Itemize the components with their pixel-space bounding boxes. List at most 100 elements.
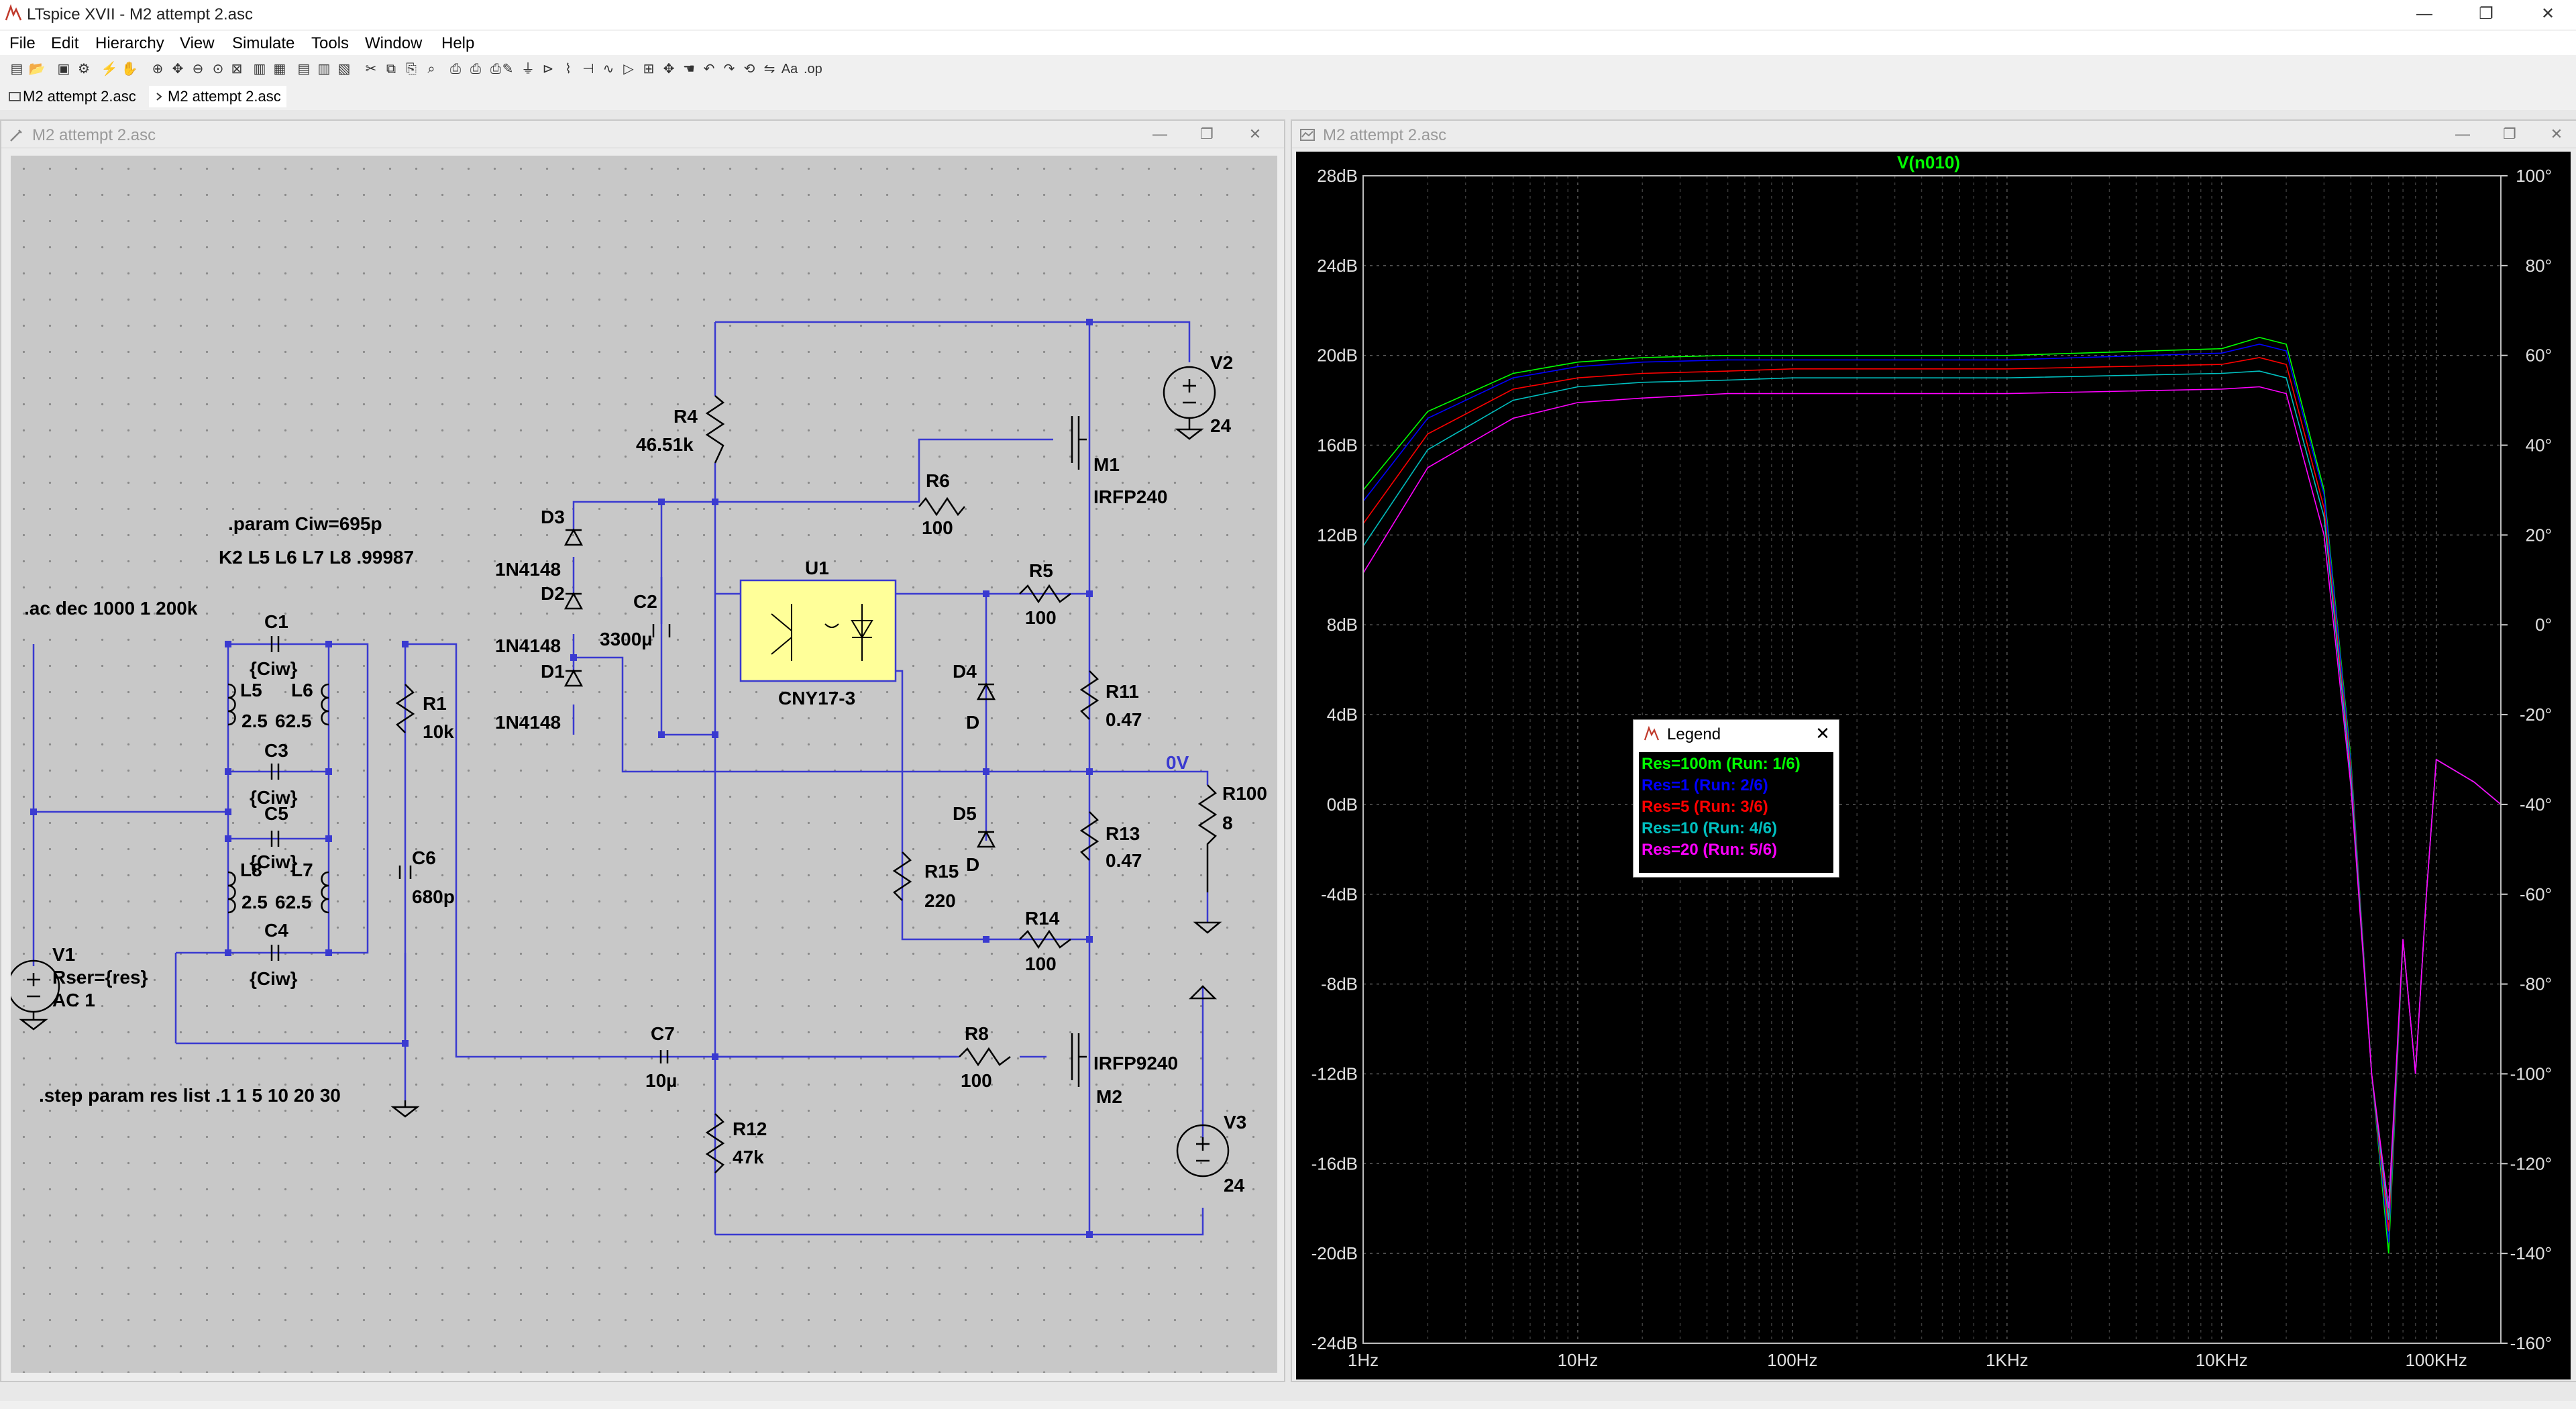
D5-value[interactable]: D [966, 854, 979, 875]
schematic-canvas[interactable]: .param Ciw=695p K2 L5 L6 L7 L8 .99987 .a… [7, 156, 1277, 1373]
menu-help[interactable]: Help [441, 34, 475, 52]
D1-label[interactable]: D1 [541, 661, 565, 682]
find-icon[interactable]: ⌕ [427, 62, 435, 76]
D5-label[interactable]: D5 [953, 803, 977, 824]
C4-value[interactable]: {Ciw} [250, 968, 298, 989]
param-directive[interactable]: .param Ciw=695p [228, 513, 382, 534]
L7-value[interactable]: 62.5 [275, 892, 312, 912]
C5-value[interactable]: {Ciw} [250, 851, 298, 872]
C2-label[interactable]: C2 [633, 591, 657, 612]
coupling-directive[interactable]: K2 L5 L6 L7 L8 .99987 [219, 547, 414, 568]
save-icon[interactable]: ▣ [57, 62, 70, 76]
waveform-close-button[interactable]: ✕ [2550, 125, 2563, 142]
C7-label[interactable]: C7 [651, 1023, 675, 1044]
R6-value[interactable]: 100 [922, 517, 953, 538]
M1-label[interactable]: M1 [1093, 454, 1120, 475]
R14-label[interactable]: R14 [1025, 908, 1060, 929]
R15-value[interactable]: 220 [924, 890, 956, 911]
move-icon[interactable]: ✥ [663, 62, 675, 76]
menu-file[interactable]: File [9, 34, 36, 52]
C1-value[interactable]: {Ciw} [250, 658, 298, 679]
R5-value[interactable]: 100 [1025, 607, 1057, 628]
R12-label[interactable]: R12 [733, 1118, 767, 1139]
C6-label[interactable]: C6 [412, 847, 436, 868]
zoom-in-icon[interactable]: ⊕ [152, 62, 164, 76]
D4-label[interactable]: D4 [953, 661, 977, 682]
tab-waveform[interactable]: M2 attempt 2.asc [149, 86, 286, 107]
halt-icon[interactable]: ✋ [121, 62, 138, 76]
D1-value[interactable]: 1N4148 [495, 712, 561, 733]
legend-item[interactable]: Res=20 (Run: 5/6) [1642, 841, 1778, 859]
draw-wire-icon[interactable]: ✎ [502, 62, 514, 76]
C4-label[interactable]: C4 [264, 920, 288, 941]
legend-item[interactable]: Res=5 (Run: 3/6) [1642, 798, 1768, 816]
menu-window[interactable]: Window [365, 34, 423, 52]
L8-label[interactable]: L8 [240, 859, 262, 880]
inductor-icon[interactable]: ∿ [602, 62, 614, 76]
D4-value[interactable]: D [966, 712, 979, 733]
M1-value[interactable]: IRFP240 [1093, 486, 1168, 507]
L6-value[interactable]: 62.5 [275, 711, 312, 731]
close-button[interactable]: ✕ [2540, 5, 2555, 23]
legend-titlebar[interactable]: Legend ✕ [1633, 720, 1839, 748]
diode-icon[interactable]: ▷ [623, 62, 634, 76]
menu-simulate[interactable]: Simulate [232, 34, 295, 52]
waveform-minimize-button[interactable]: — [2455, 125, 2470, 142]
mirror-icon[interactable]: ⇋ [763, 62, 775, 76]
legend-close-icon[interactable]: ✕ [1815, 723, 1830, 743]
component-icon[interactable]: ⊞ [643, 62, 655, 76]
print-icon[interactable]: ⎙ [450, 62, 461, 76]
new-schematic-icon[interactable]: ▤ [10, 62, 23, 76]
C2-value[interactable]: 3300µ [600, 629, 652, 649]
R11-value[interactable]: 0.47 [1106, 709, 1142, 730]
tab-schematic[interactable]: M2 attempt 2.asc [4, 86, 142, 107]
rotate-icon[interactable]: ⟲ [743, 62, 755, 76]
pan-icon[interactable]: ✥ [172, 62, 184, 76]
drag-icon[interactable]: ☚ [683, 62, 695, 76]
legend-item[interactable]: Res=1 (Run: 2/6) [1642, 776, 1768, 794]
print-setup-icon[interactable]: ⎙ [490, 62, 501, 76]
ac-directive[interactable]: .ac dec 1000 1 200k [24, 598, 198, 619]
tile-horizontal-icon[interactable]: ▤ [297, 62, 311, 76]
L5-value[interactable]: 2.5 [241, 711, 268, 731]
schematic-maximize-button[interactable]: ❐ [1200, 125, 1214, 142]
ground-icon[interactable]: ⏚ [521, 62, 535, 76]
U1-value[interactable]: CNY17-3 [778, 688, 855, 709]
autoscale-icon[interactable]: ⊠ [231, 62, 243, 76]
cut-icon[interactable]: ✂ [365, 62, 377, 76]
schematic-minimize-button[interactable]: — [1152, 125, 1167, 142]
C5-label[interactable]: C5 [264, 803, 288, 824]
print-preview-icon[interactable]: ⎙ [470, 62, 481, 76]
L7-label[interactable]: L7 [291, 859, 313, 880]
waveform-titlebar[interactable]: M2 attempt 2.asc — ❐ ✕ [1292, 121, 2576, 148]
R8-label[interactable]: R8 [965, 1023, 989, 1044]
U1-label[interactable]: U1 [805, 558, 829, 578]
D3-label[interactable]: D3 [541, 507, 565, 527]
V1-ac[interactable]: AC 1 [52, 990, 95, 1010]
cascade-icon[interactable]: ▦ [273, 62, 286, 76]
V3-label[interactable]: V3 [1224, 1112, 1246, 1133]
R12-value[interactable]: 47k [733, 1147, 764, 1167]
paste-icon[interactable]: ⎘ [406, 62, 417, 76]
D2-value[interactable]: 1N4148 [495, 635, 561, 656]
R1-value[interactable]: 10k [423, 721, 454, 742]
menu-hierarchy[interactable]: Hierarchy [95, 34, 164, 52]
capacitor-icon[interactable]: ⊣ [582, 62, 594, 76]
trace-title[interactable]: V(n010) [1897, 152, 1960, 172]
step-directive[interactable]: .step param res list .1 1 5 10 20 30 [39, 1085, 341, 1106]
V2-value[interactable]: 24 [1210, 415, 1232, 436]
R6-label[interactable]: R6 [926, 470, 950, 491]
R4-label[interactable]: R4 [674, 406, 698, 427]
V2-label[interactable]: V2 [1210, 352, 1233, 373]
R5-label[interactable]: R5 [1029, 560, 1053, 581]
R100-label[interactable]: R100 [1222, 783, 1267, 804]
L5-label[interactable]: L5 [240, 680, 262, 700]
R11-label[interactable]: R11 [1106, 681, 1139, 702]
copy-icon[interactable]: ⧉ [386, 62, 396, 76]
label-net-icon[interactable]: ⊳ [542, 62, 554, 76]
V1-rser[interactable]: Rser={res} [52, 967, 148, 988]
run-icon[interactable]: ⚡ [101, 62, 118, 76]
V1-label[interactable]: V1 [52, 944, 75, 965]
R4-value[interactable]: 46.51k [636, 434, 694, 455]
